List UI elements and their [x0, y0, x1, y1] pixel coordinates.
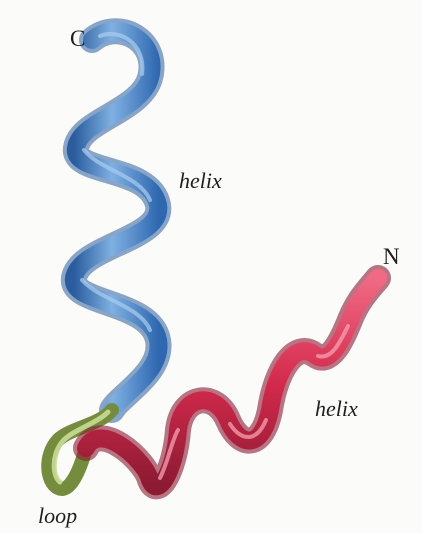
upper-helix-ribbon — [74, 31, 159, 410]
n-terminus-label: N — [383, 245, 400, 268]
upper-helix-label: helix — [179, 170, 222, 192]
c-terminus-label: C — [70, 27, 85, 50]
lower-helix-label: helix — [315, 398, 358, 420]
loop-label: loop — [38, 505, 77, 527]
